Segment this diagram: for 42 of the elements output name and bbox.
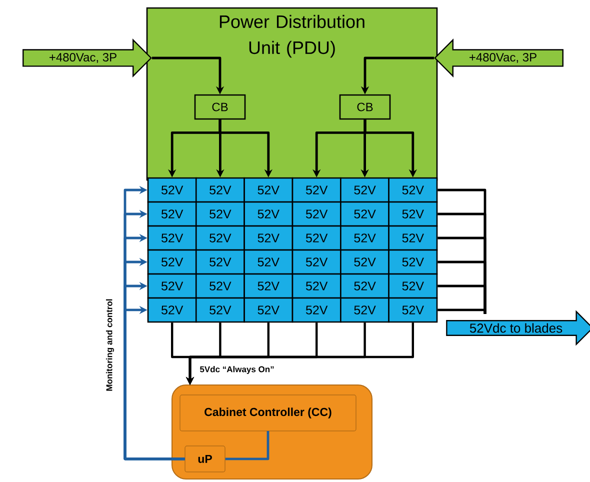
rectifier-cell: 52V: [388, 225, 438, 251]
rectifier-cell: 52V: [388, 201, 438, 227]
rectifier-cell: 52V: [292, 249, 342, 275]
rectifier-cell: 52V: [147, 201, 197, 227]
rectifier-cell: 52V: [340, 297, 390, 323]
rectifier-cell: 52V: [244, 297, 294, 323]
rectifier-cell: 52V: [388, 297, 438, 323]
rectifier-cell: 52V: [340, 249, 390, 275]
breaker-box: CB: [194, 94, 246, 120]
edge-label: 5Vdc “Always On”: [200, 366, 274, 374]
rectifier-cell: 52V: [244, 249, 294, 275]
rectifier-cell: 52V: [147, 177, 197, 203]
controller-bar: Cabinet Controller (CC): [180, 394, 356, 432]
rectifier-cell: 52V: [147, 225, 197, 251]
rectifier-cell: 52V: [195, 273, 245, 299]
rectifier-cell: 52V: [388, 249, 438, 275]
rectifier-cell: 52V: [244, 273, 294, 299]
rectifier-cell: 52V: [292, 225, 342, 251]
rectifier-cell: 52V: [244, 177, 294, 203]
rectifier-cell: 52V: [195, 297, 245, 323]
rectifier-cell: 52V: [244, 201, 294, 227]
rectifier-cell: 52V: [340, 225, 390, 251]
rectifier-cell: 52V: [292, 201, 342, 227]
rectifier-cell: 52V: [292, 297, 342, 323]
rectifier-cell: 52V: [340, 273, 390, 299]
processor-box: uP: [184, 446, 226, 472]
rectifier-cell: 52V: [292, 273, 342, 299]
rectifier-cell: 52V: [195, 201, 245, 227]
rectifier-cell: 52V: [244, 225, 294, 251]
rectifier-cell: 52V: [388, 177, 438, 203]
rectifier-cell: 52V: [195, 225, 245, 251]
rectifier-cell: 52V: [340, 201, 390, 227]
rectifier-cell: 52V: [340, 177, 390, 203]
rectifier-cell: 52V: [147, 273, 197, 299]
rectifier-cell: 52V: [195, 249, 245, 275]
rectifier-cell: 52V: [147, 297, 197, 323]
side-label: Monitoring and control: [106, 299, 114, 391]
rectifier-cell: 52V: [147, 249, 197, 275]
breaker-box: CB: [339, 94, 391, 120]
rectifier-cell: 52V: [388, 273, 438, 299]
rectifier-cell: 52V: [292, 177, 342, 203]
rectifier-cell: 52V: [195, 177, 245, 203]
